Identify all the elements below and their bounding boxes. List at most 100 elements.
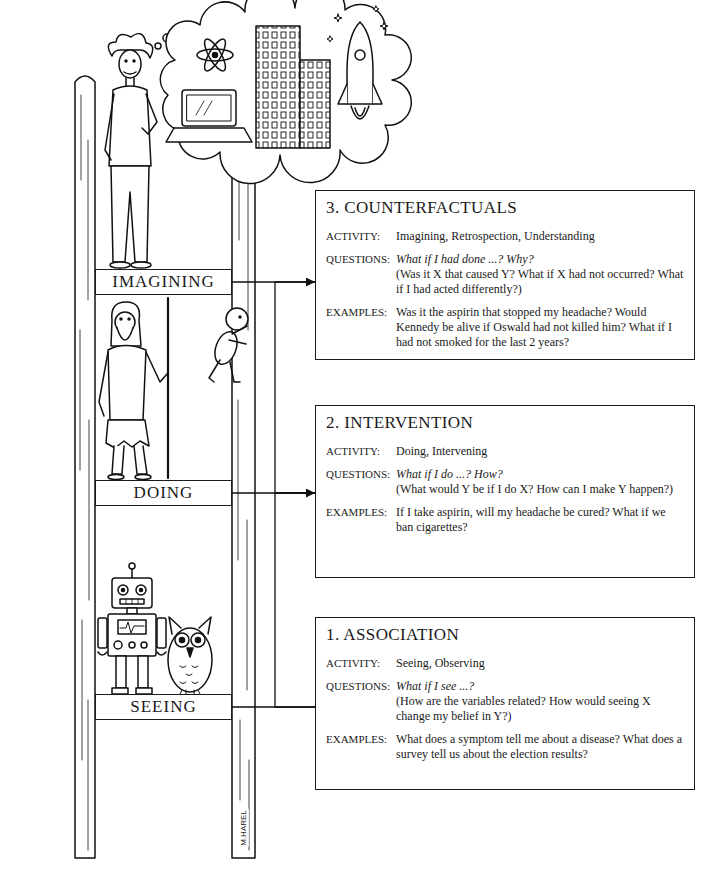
caveman-figure (146, 352, 167, 382)
caveman-figure (135, 475, 151, 480)
robot-figure (116, 656, 126, 688)
rung-box: 2. INTERVENTION ACTIVITY:Doing, Interveni… (315, 405, 695, 578)
field-text: Was it the aspirin that stopped my heada… (396, 305, 684, 350)
thinker-figure (142, 94, 157, 134)
owl-figure (196, 638, 201, 643)
rocket-icon (347, 22, 373, 104)
atom-icon (201, 36, 229, 73)
field-label: ACTIVITY: (326, 656, 396, 671)
building-icon (300, 60, 330, 148)
ladder-rung: IMAGINING (95, 269, 232, 295)
thought-cloud (155, 0, 411, 184)
rung-label: IMAGINING (112, 272, 214, 292)
robot-figure (138, 656, 148, 688)
rocket-icon (327, 6, 388, 42)
thinker-figure (105, 94, 114, 160)
robot-figure (126, 599, 138, 604)
caveman-figure (108, 475, 124, 480)
ladder-rung: SEEING (95, 694, 232, 720)
laptop-icon (196, 101, 212, 115)
question-text: What if I see ...? (396, 679, 684, 694)
robot-figure (129, 563, 135, 569)
robot-figure (108, 614, 156, 656)
field-label: QUESTIONS: (326, 679, 396, 694)
laptop-icon (166, 128, 252, 142)
field-text: Doing, Intervening (396, 444, 684, 459)
laptop-icon (187, 95, 231, 121)
caveman-figure (108, 346, 146, 421)
robot-figure (141, 642, 147, 648)
rung-label: DOING (134, 483, 194, 503)
caveman-figure (99, 352, 108, 416)
robot-figure (118, 620, 146, 634)
caveman-figure (112, 446, 147, 474)
caveman-figure (117, 328, 133, 340)
ladder-rung: DOING (95, 480, 232, 506)
robot-figure (140, 589, 143, 592)
field-text: Imagining, Retrospection, Understanding (396, 229, 684, 244)
building-icon (256, 26, 300, 148)
baby-figure (211, 329, 241, 368)
caveman-figure (99, 298, 168, 480)
robot-figure (114, 641, 122, 649)
baby-figure (229, 326, 247, 344)
thinker-figure (109, 86, 151, 166)
ladder-rail (75, 76, 95, 858)
question-text: What if I had done ...? Why? (396, 252, 684, 267)
robot-figure (98, 618, 107, 648)
box-heading: 2. INTERVENTION (326, 412, 684, 433)
field-label: EXAMPLES: (326, 505, 396, 535)
field-label: ACTIVITY: (326, 229, 396, 244)
field-text: Seeing, Observing (396, 656, 684, 671)
rocket-icon (351, 106, 369, 119)
thinker-figure (111, 166, 149, 262)
rocket-icon (327, 6, 388, 119)
baby-figure (209, 308, 248, 382)
field-text: (What would Y be if I do X? How can I ma… (396, 482, 684, 497)
ladder-rail (80, 95, 89, 850)
atom-icon (197, 36, 233, 73)
field-text: What does a symptom tell me about a dise… (396, 732, 684, 762)
caveman-figure (111, 302, 141, 346)
owl-figure (191, 633, 205, 647)
caveman-figure (167, 298, 169, 478)
building-icon (256, 26, 330, 148)
robot-figure (157, 618, 166, 648)
box-heading: 3. COUNTERFACTUALS (326, 197, 684, 218)
rocket-icon (355, 50, 365, 60)
robot-figure (98, 652, 166, 655)
thinker-figure (133, 60, 135, 62)
robot-figure (122, 589, 125, 592)
baby-figure (209, 360, 240, 382)
field-label: ACTIVITY: (326, 444, 396, 459)
atom-icon (213, 53, 218, 58)
field-label: EXAMPLES: (326, 305, 396, 350)
robot-figure (98, 563, 166, 694)
laptop-icon (182, 90, 236, 126)
field-label: EXAMPLES: (326, 732, 396, 762)
thinker-figure (125, 60, 127, 62)
rung-label: SEEING (130, 697, 196, 717)
ladder-rail (238, 95, 249, 850)
atom-icon (201, 36, 229, 73)
thinker-figure (131, 262, 151, 268)
thinker-figure (124, 72, 136, 74)
thought-cloud (155, 43, 161, 49)
owl-figure (180, 666, 198, 684)
ladder-rail (232, 76, 255, 858)
thinker-figure (119, 50, 141, 78)
robot-figure (120, 599, 144, 604)
field-label: QUESTIONS: (326, 252, 396, 267)
signature: M.HAREL (238, 809, 248, 847)
thinker-figure (126, 78, 134, 86)
owl-figure (180, 638, 185, 643)
ladder-rail (75, 76, 255, 858)
ascent-arrow (275, 493, 315, 707)
caveman-figure (106, 420, 149, 448)
field-text: If I take aspirin, will my headache be c… (396, 505, 684, 535)
robot-figure (136, 585, 146, 595)
caveman-figure (120, 318, 122, 320)
box-heading: 1. ASSOCIATION (326, 624, 684, 645)
robot-figure (129, 642, 135, 648)
